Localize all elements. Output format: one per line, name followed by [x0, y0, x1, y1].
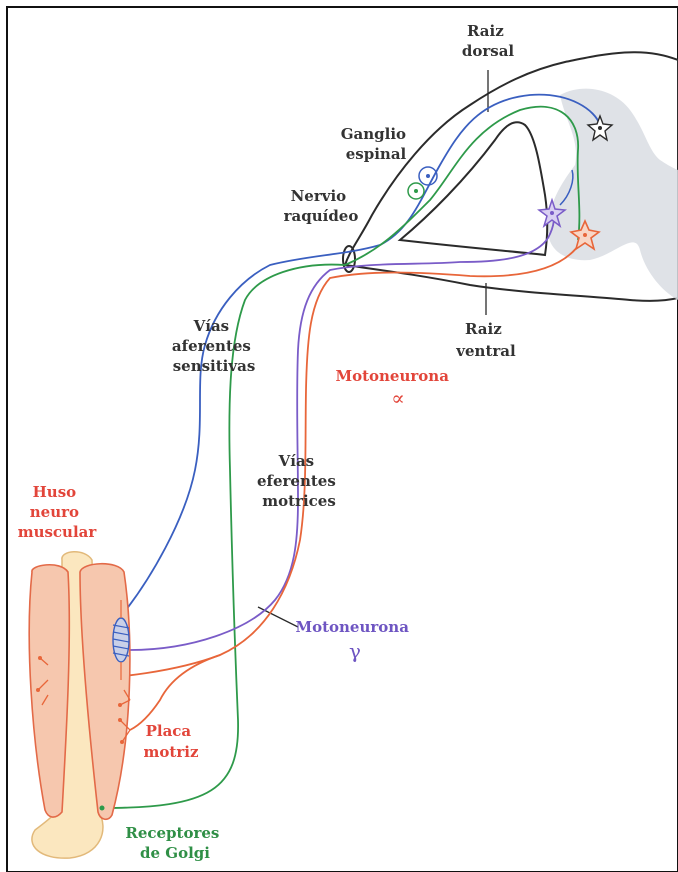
label-huso-neuromuscular: Huso neuro muscular [18, 483, 98, 541]
muscle [29, 552, 130, 858]
label-motoneurona-alfa: Motoneurona ∝ [335, 366, 454, 410]
label-vias-eferentes: Vías eferentes motrices [257, 452, 341, 510]
label-vias-aferentes: Vías aferentes sensitivas [172, 317, 256, 375]
end-plate-dot-2 [36, 688, 40, 692]
label-raiz-ventral: Raiz ventral [455, 320, 516, 360]
end-plate-dot-1 [38, 656, 42, 660]
end-plate-dot-4 [120, 740, 124, 744]
label-placa-motriz: Placa motriz [144, 722, 199, 761]
muscle-belly-left [29, 565, 69, 817]
end-plate-dot-3 [118, 718, 122, 722]
end-plate-branch [130, 655, 220, 730]
label-ganglio-espinal: Ganglio espinal [341, 125, 412, 163]
golgi-receptor-dot [100, 806, 105, 811]
label-receptores-golgi: Receptores de Golgi [125, 824, 224, 862]
label-nervio-raquideo: Nervio raquídeo [284, 187, 359, 225]
label-motoneurona-gamma: Motoneurona γ [295, 617, 414, 663]
end-plate-dot-5 [118, 703, 122, 707]
label-raiz-dorsal: Raiz dorsal [462, 22, 515, 60]
